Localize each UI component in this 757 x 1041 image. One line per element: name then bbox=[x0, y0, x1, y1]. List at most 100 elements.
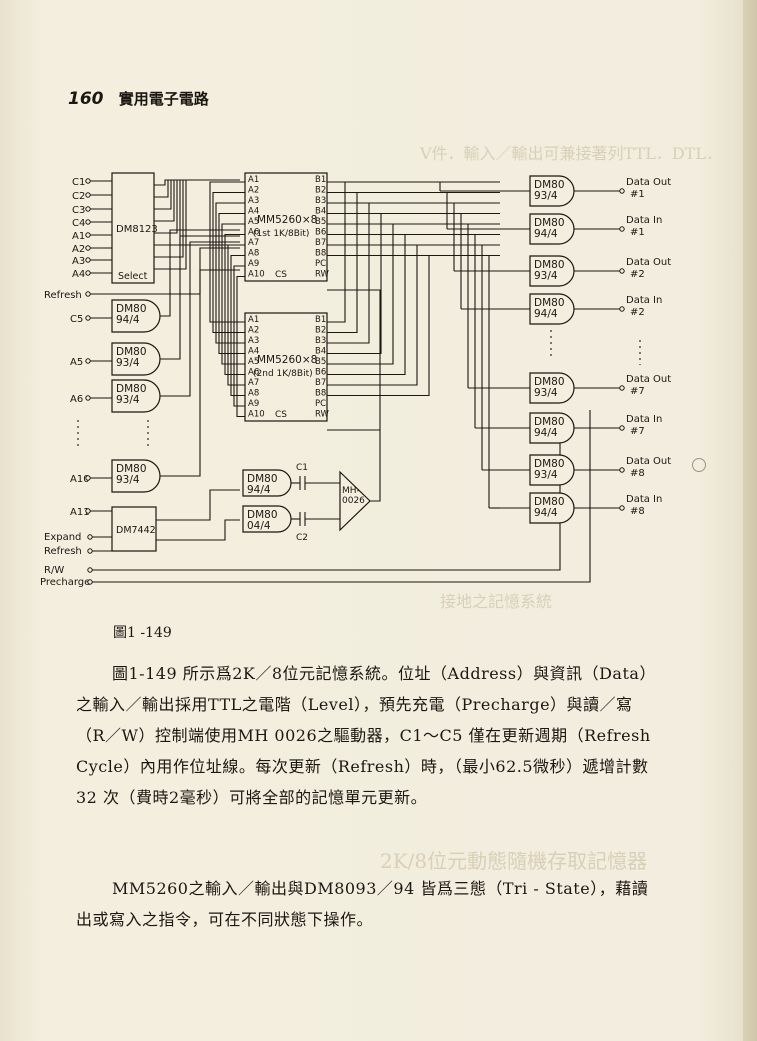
out-label-4: Data Out bbox=[626, 374, 671, 385]
out-gate-7-label: DM80 bbox=[534, 496, 565, 508]
out-label-3: Data In bbox=[626, 295, 662, 306]
out-label-2: Data Out bbox=[626, 257, 671, 268]
mm5260-upper-pin-A1: A1 bbox=[248, 175, 259, 185]
terminal bbox=[85, 270, 91, 276]
input-label-C3: C3 bbox=[72, 205, 85, 216]
mm5260-upper-pin-RW: RW bbox=[315, 270, 330, 280]
input-label-A4: A4 bbox=[72, 269, 85, 280]
driver-gate-1-label: 94/4 bbox=[247, 484, 271, 496]
input-label-C1: C1 bbox=[72, 177, 85, 188]
left-gate-0-label: DM80 bbox=[116, 303, 147, 315]
out-num-4: #7 bbox=[630, 386, 645, 397]
terminal bbox=[85, 508, 91, 514]
out-gate-7-label: 94/4 bbox=[534, 507, 558, 519]
dm8123-name: DM8123 bbox=[116, 224, 158, 235]
out-gate-4-label: 93/4 bbox=[534, 387, 558, 399]
mm5260-lower-pin-A10: A10 bbox=[248, 410, 265, 420]
bleed-through-3: 2K/8位元動態隨機存取記憶器 bbox=[380, 849, 648, 873]
out-num-7: #8 bbox=[630, 506, 645, 517]
mm5260-lower-pin-A5: A5 bbox=[248, 357, 259, 367]
wire bbox=[236, 275, 245, 418]
cap-c1-label: C1 bbox=[296, 463, 308, 473]
mm5260-lower-cs: CS bbox=[275, 410, 287, 420]
mm5260-lower-pin-B1: B1 bbox=[315, 315, 326, 325]
driver-gate-1 bbox=[242, 469, 292, 497]
mm5260-upper bbox=[244, 172, 328, 282]
mm5260-upper-sub: (1st 1K/8Bit) bbox=[253, 229, 309, 239]
mm5260-lower-pin-B3: B3 bbox=[315, 336, 326, 346]
out-gate-0-label: DM80 bbox=[534, 179, 565, 191]
left-gate-2-label: 93/4 bbox=[116, 394, 140, 406]
dm8123-chip bbox=[111, 172, 155, 284]
mm5260-upper-pin-A10: A10 bbox=[248, 270, 265, 280]
wire bbox=[327, 233, 406, 376]
out-num-6: #8 bbox=[630, 468, 645, 479]
mm5260-lower-pin-A2: A2 bbox=[248, 326, 259, 336]
paragraph-2: MM5260之輸入／輸出與DM8093／94 皆爲三態（Tri - State）… bbox=[76, 879, 649, 929]
terminal bbox=[87, 534, 93, 540]
left-gate-0 bbox=[111, 299, 161, 333]
input-label-A3: A3 bbox=[72, 256, 85, 267]
wire bbox=[327, 254, 430, 397]
gate-input-A11: A11 bbox=[70, 507, 90, 518]
paragraph-1: 圖1-149 所示爲2K／8位元記憶系統。位址（Address）與資訊（Data… bbox=[76, 664, 656, 807]
dm7442-name: DM7442 bbox=[116, 525, 156, 536]
out-gate-4-label: DM80 bbox=[534, 376, 565, 388]
wire bbox=[160, 241, 240, 397]
out-gate-5-label: DM80 bbox=[534, 416, 565, 428]
left-gate-1-label: DM80 bbox=[116, 346, 147, 358]
terminal bbox=[85, 206, 91, 212]
terminal bbox=[619, 425, 625, 431]
input-label-A2: A2 bbox=[72, 244, 85, 255]
out-gate-1-label: 94/4 bbox=[534, 228, 558, 240]
bleed-through-2: 接地之記憶系統 bbox=[440, 592, 553, 611]
terminal bbox=[85, 475, 91, 481]
bottom-label-2: R/W bbox=[44, 565, 64, 576]
terminal bbox=[85, 358, 91, 364]
wire bbox=[92, 430, 561, 571]
mm5260-lower-pin-B7: B7 bbox=[315, 378, 326, 388]
out-label-6: Data Out bbox=[626, 456, 671, 467]
mm5260-lower-pin-A1: A1 bbox=[248, 315, 259, 325]
terminal bbox=[85, 192, 91, 198]
out-label-1: Data In bbox=[626, 215, 662, 226]
wire bbox=[154, 179, 240, 210]
out-gate-1-label: DM80 bbox=[534, 217, 565, 229]
wire bbox=[224, 233, 245, 376]
out-gate-0-label: 93/4 bbox=[534, 190, 558, 202]
gate-input-A5: A5 bbox=[70, 357, 83, 368]
wire bbox=[327, 191, 358, 334]
terminal bbox=[85, 219, 91, 225]
mm5260-lower-name: MM5260×8 bbox=[257, 354, 317, 366]
mm5260-lower-pin-A6: A6 bbox=[248, 368, 259, 378]
terminal bbox=[619, 188, 625, 194]
mm5260-upper-pin-A4: A4 bbox=[248, 207, 259, 217]
left-gate-0-label: 94/4 bbox=[116, 314, 140, 326]
wire bbox=[92, 410, 591, 583]
mm5260-upper-pin-A9: A9 bbox=[248, 259, 259, 269]
wire bbox=[154, 179, 240, 246]
out-label-5: Data In bbox=[626, 414, 662, 425]
wire bbox=[327, 212, 382, 355]
mh0026-driver bbox=[339, 470, 371, 532]
mm5260-lower-pin-A9: A9 bbox=[248, 399, 259, 409]
terminal bbox=[619, 467, 625, 473]
input-label-C2: C2 bbox=[72, 191, 85, 202]
left-gate-2 bbox=[111, 379, 161, 413]
page-number: 160 bbox=[68, 89, 104, 109]
out-gate-3-label: DM80 bbox=[534, 297, 565, 309]
driver-gate-2-label: DM80 bbox=[247, 509, 278, 521]
out-num-0: #1 bbox=[630, 189, 645, 200]
terminal bbox=[85, 291, 91, 297]
terminal bbox=[87, 548, 93, 554]
out-num-2: #2 bbox=[630, 269, 645, 280]
out-num-5: #7 bbox=[630, 426, 645, 437]
wire bbox=[230, 254, 245, 397]
terminal bbox=[85, 245, 91, 251]
mm5260-upper-pin-B6: B6 bbox=[315, 228, 326, 238]
out-gate-3-label: 94/4 bbox=[534, 308, 558, 320]
mm5260-upper-pin-A3: A3 bbox=[248, 196, 259, 206]
terminal bbox=[619, 505, 625, 511]
driver-gate-2 bbox=[242, 505, 292, 533]
